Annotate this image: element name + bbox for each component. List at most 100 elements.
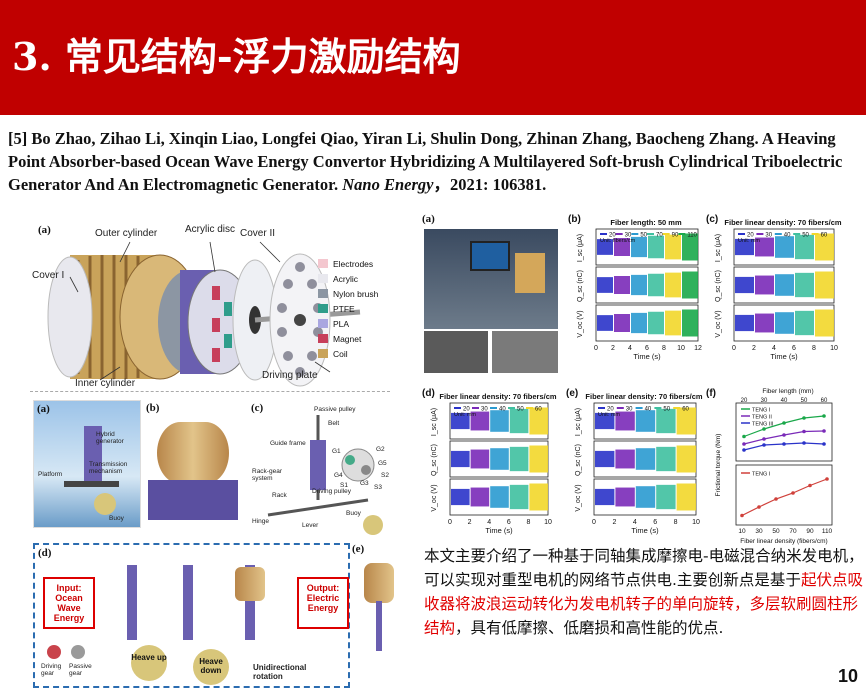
data-point bbox=[782, 442, 786, 446]
series-line bbox=[743, 430, 825, 445]
data-point bbox=[740, 513, 744, 518]
data-point bbox=[791, 491, 795, 495]
data-point bbox=[742, 442, 746, 446]
legend-swatch bbox=[318, 304, 328, 313]
waveform-segment bbox=[595, 450, 615, 468]
waveform-segment bbox=[451, 412, 470, 430]
figure-prototype-photo: (e) bbox=[352, 543, 404, 653]
chart-d-ylabel: Q_sc (nC) bbox=[431, 444, 438, 476]
top-tick-label: 40 bbox=[781, 398, 788, 404]
lower-c-label: (c) bbox=[251, 402, 264, 414]
chart-a-label: (a) bbox=[422, 213, 435, 225]
waveform-segment bbox=[795, 272, 814, 298]
waveform-segment bbox=[775, 312, 794, 334]
data-point bbox=[774, 497, 778, 501]
waveform-segment bbox=[775, 236, 794, 258]
waveform-segment bbox=[631, 274, 647, 296]
text-rack-gear: Rack-gear system bbox=[252, 468, 282, 482]
legend-label: 20 bbox=[747, 233, 754, 239]
legend-label: 20 bbox=[609, 233, 616, 239]
text-belt: Belt bbox=[328, 420, 340, 427]
lower-b-label: (b) bbox=[146, 402, 160, 414]
waveform-segment bbox=[665, 272, 681, 298]
waveform-segment bbox=[614, 276, 630, 294]
callout-acrylic-disc: Acrylic disc bbox=[185, 224, 236, 235]
subplot-frame bbox=[735, 464, 833, 526]
waveform-segment bbox=[682, 271, 698, 299]
legend-swatch bbox=[318, 349, 328, 358]
data-point bbox=[802, 429, 806, 434]
legend-label: 20 bbox=[463, 407, 470, 413]
chart-d-unit: Unit: mm bbox=[454, 412, 476, 418]
waveform-segment bbox=[451, 488, 470, 506]
waveform-segment bbox=[682, 233, 698, 261]
chart-b-label: (b) bbox=[568, 214, 581, 225]
waveform-segment bbox=[529, 483, 548, 511]
x-tick-label: 110 bbox=[822, 528, 833, 535]
chart-d-ylabel: V_oc (V) bbox=[431, 484, 438, 511]
reference-authors: [5] Bo Zhao, Zihao Li, Xinqin Liao, Long… bbox=[8, 129, 759, 148]
text-passive-pulley: Passive pulley bbox=[314, 406, 356, 413]
waveform-segment bbox=[490, 486, 509, 508]
x-tick-label: 8 bbox=[674, 519, 678, 526]
x-tick-label: 70 bbox=[789, 528, 797, 535]
chart-b-ylabel: V_oc (V) bbox=[577, 310, 584, 337]
legend-label: 50 bbox=[640, 233, 647, 239]
dashed-separator bbox=[30, 391, 390, 392]
reference-paper-title: A Heaving Point Absorber-based Ocean Wav… bbox=[8, 129, 843, 194]
x-tick-label: 4 bbox=[487, 519, 491, 526]
x-tick-label: 10 bbox=[692, 519, 700, 526]
waveform-segment bbox=[755, 237, 774, 257]
summary-text: 本文主要介绍了一种基于同轴集成摩擦电-电磁混合纳米发电机，可以实现对重型电机的网… bbox=[424, 544, 864, 640]
chart-e-title: Fiber linear density: 70 fibers/cm bbox=[585, 392, 702, 401]
text-platform: Platform bbox=[38, 471, 63, 478]
figure-exploded-view: (a) bbox=[30, 222, 395, 390]
waveform-segment bbox=[490, 410, 509, 432]
figure-transmission-diagram: (c) Passive pulley Belt Guide frame Rack… bbox=[248, 400, 393, 535]
x-tick-label: 10 bbox=[544, 519, 552, 526]
series-line bbox=[743, 415, 825, 438]
chart-c-ylabel: I_sc (μA) bbox=[715, 234, 722, 262]
legend-item: Magnet bbox=[318, 331, 394, 346]
passive-gear-label: Passive gear bbox=[69, 663, 92, 677]
data-point bbox=[762, 427, 766, 431]
waveform-segment bbox=[735, 238, 754, 256]
waveform-segment bbox=[656, 408, 676, 434]
legend-swatch bbox=[318, 289, 328, 298]
legend-item: Nylon brush bbox=[318, 286, 394, 301]
input-label: Input: Ocean Wave Energy bbox=[53, 583, 85, 623]
legend-label: 90 bbox=[672, 233, 679, 239]
legend-label: 40 bbox=[645, 407, 652, 413]
chart-e-ylabel: Q_sc (nC) bbox=[575, 444, 582, 476]
waveform-segment bbox=[631, 312, 647, 334]
waveform-segment bbox=[676, 407, 696, 435]
subplot-frame bbox=[593, 478, 697, 516]
data-point bbox=[757, 505, 761, 509]
x-tick-label: 90 bbox=[806, 528, 814, 535]
data-point bbox=[782, 433, 786, 437]
series-line bbox=[741, 478, 828, 517]
subplot-frame bbox=[733, 228, 835, 266]
text-g4: G4 bbox=[334, 472, 343, 479]
text-g3: G3 bbox=[360, 480, 369, 487]
working-principle-box: (d) Input: Ocean Wave Energy Output: Ele… bbox=[33, 543, 350, 688]
waveform-segment bbox=[665, 310, 681, 336]
waveform-segment bbox=[815, 271, 834, 299]
legend-label: Coil bbox=[333, 348, 348, 359]
lower-e-label: (e) bbox=[352, 543, 365, 555]
legend-label: PTFE bbox=[333, 303, 355, 314]
chart-b-ylabel: Q_sc (nC) bbox=[577, 270, 584, 302]
subplot-frame bbox=[595, 228, 699, 266]
legend-label: 40 bbox=[784, 233, 791, 239]
chart-b-ylabel: I_sc (μA) bbox=[577, 234, 584, 262]
waveform-segment bbox=[656, 484, 676, 510]
chart-e-unit: Unit: mm bbox=[598, 412, 620, 418]
data-point bbox=[822, 414, 826, 418]
legend-swatch bbox=[318, 274, 328, 283]
text-g1: G1 bbox=[332, 448, 341, 455]
figure-prototype-render: (b) bbox=[143, 400, 243, 528]
chart-e-label: (e) bbox=[566, 388, 578, 399]
text-hybrid-generator: Hybrid generator bbox=[96, 431, 124, 445]
top-tick-label: 60 bbox=[821, 398, 828, 404]
